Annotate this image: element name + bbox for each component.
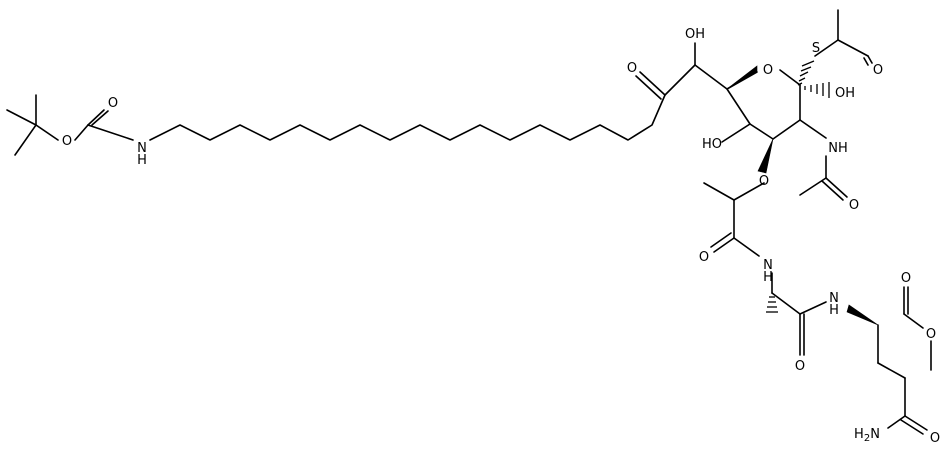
wedge-bond	[726, 65, 758, 90]
wedge-bond	[757, 138, 774, 174]
anomeric-hydroxyl-label: OH	[835, 86, 855, 101]
ketone-alpha-hydroxyl-label: OH	[685, 27, 705, 42]
tbu-oxygen-label: O	[62, 134, 72, 149]
ester-carbonyl-oxygen-label: O	[901, 271, 911, 286]
hash-bond	[797, 60, 815, 86]
alanine-amide-oxygen-label: O	[795, 359, 805, 374]
carbamate-oxygen-label: O	[108, 96, 118, 111]
bond-network	[6, 9, 932, 435]
hash-bond	[804, 82, 830, 98]
sulfur-label: S	[812, 41, 820, 56]
glutamine-amide-nh2-label: H2N	[854, 427, 880, 444]
thioacetyl-oxygen-label: O	[873, 63, 883, 78]
ester-oxygen-label: O	[926, 327, 936, 342]
ring-oxygen-label: O	[763, 63, 773, 78]
stereo-bonds	[726, 60, 879, 326]
ring-hydroxyl-label: HO	[702, 137, 722, 152]
wedge-bond	[846, 304, 879, 326]
ketone-oxygen-label: O	[627, 61, 637, 76]
ether-oxygen-label: O	[759, 174, 769, 189]
glutamine-amide-oxygen-label: O	[930, 431, 940, 446]
hash-bond	[766, 296, 778, 313]
acetamido-oxygen-label: O	[849, 198, 859, 213]
acetamido-nh-label: NH	[828, 141, 848, 156]
lactyl-amide-oxygen-label: O	[699, 250, 709, 265]
